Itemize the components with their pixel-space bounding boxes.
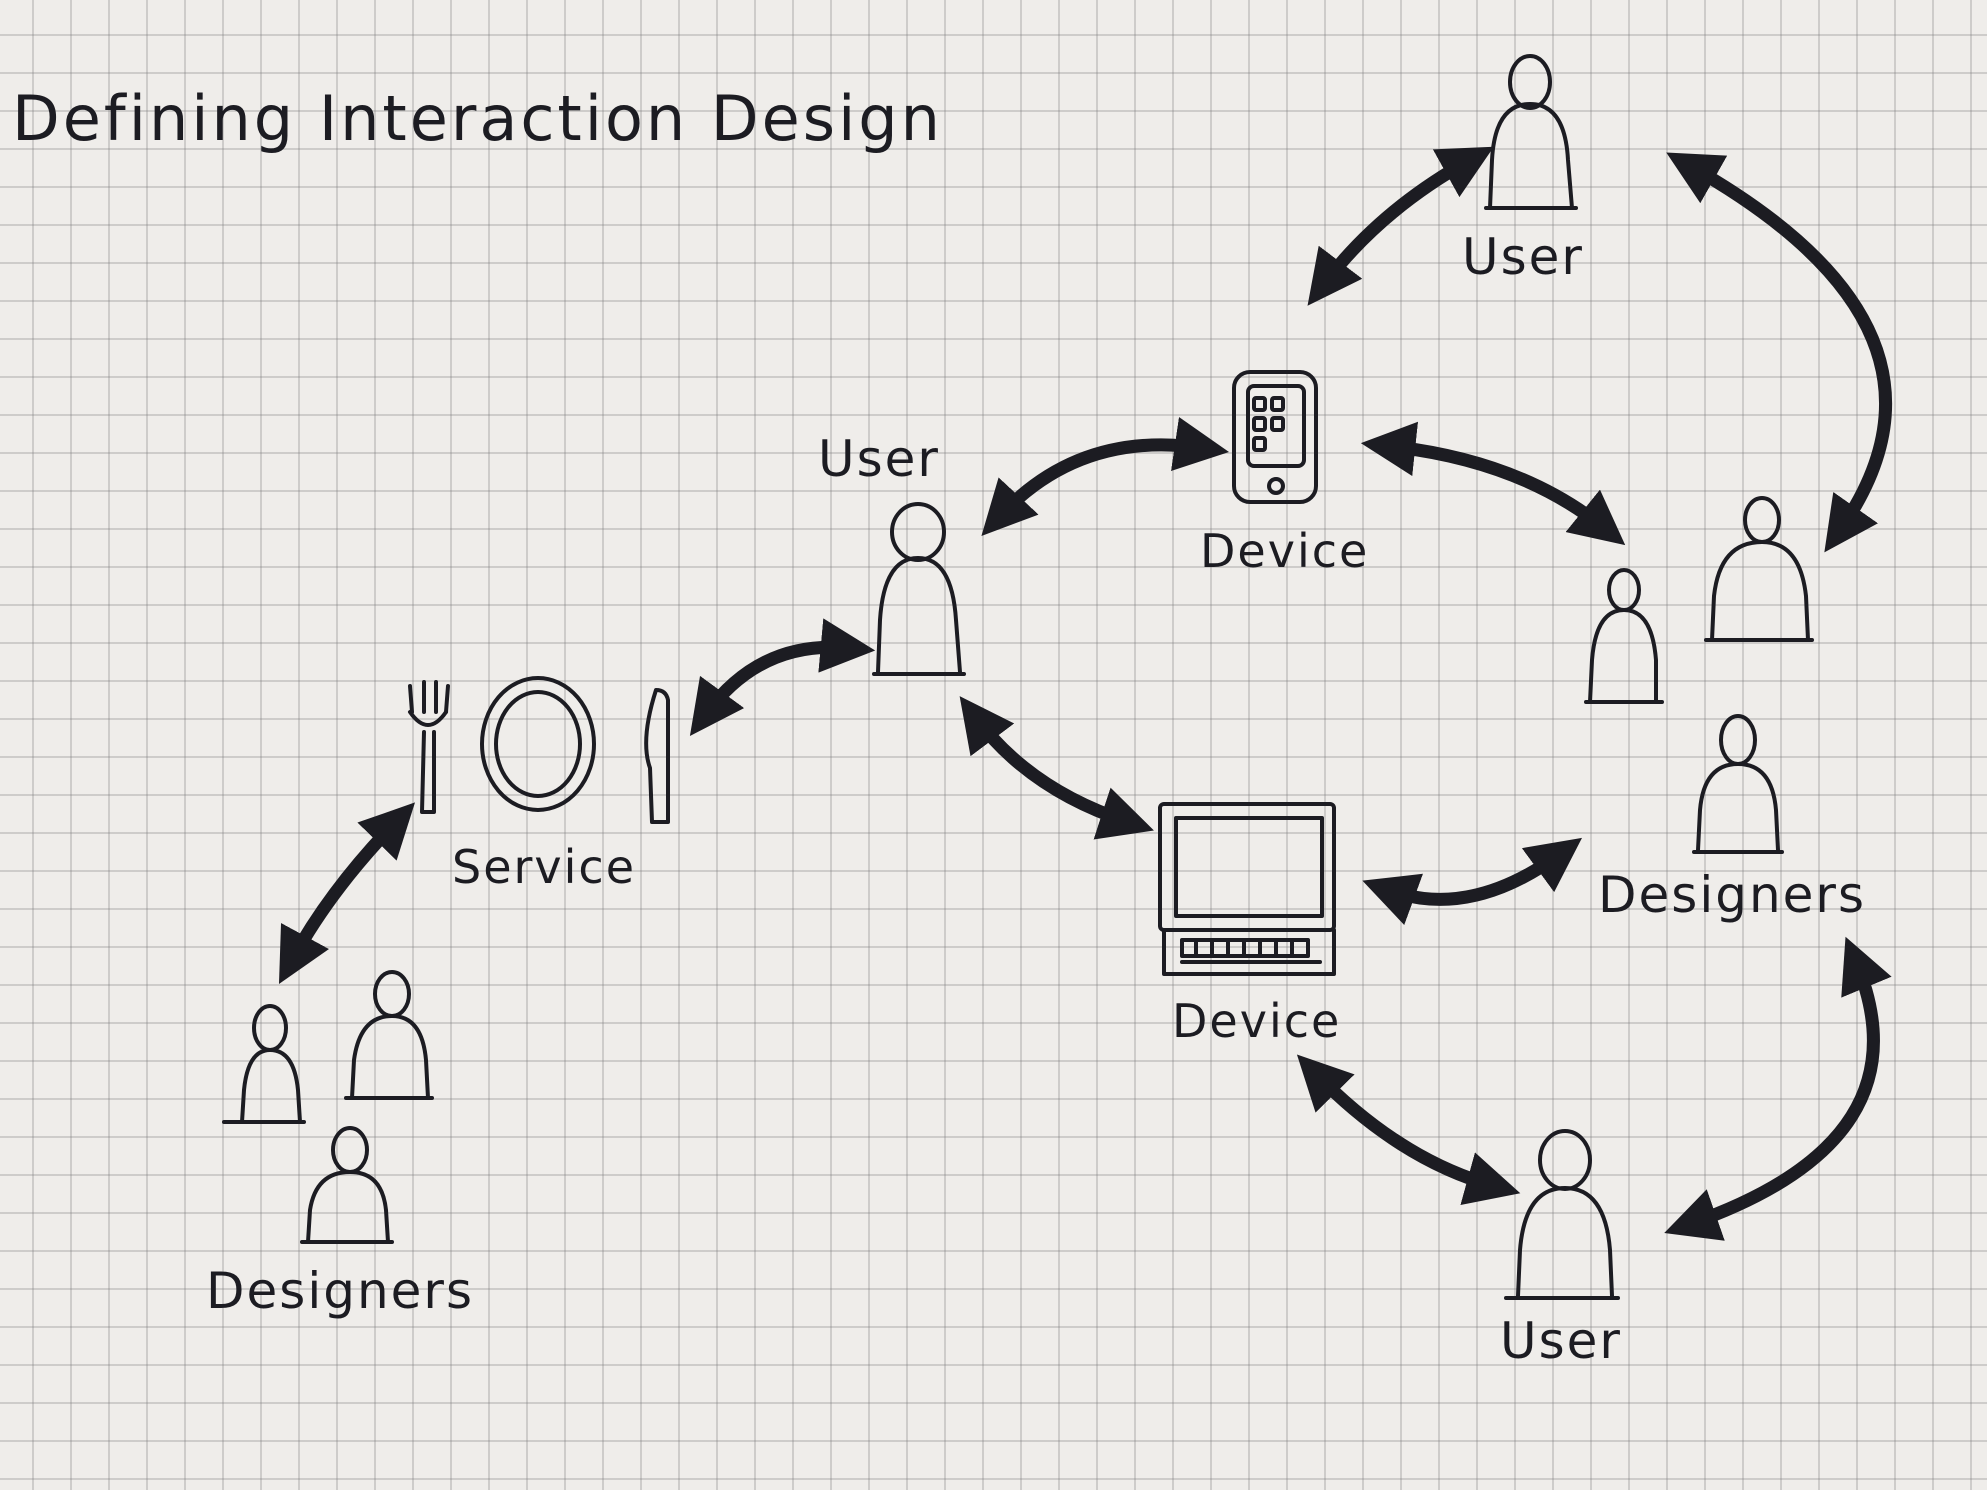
designer-person-left-2-icon [344, 970, 434, 1100]
arrow-phone-designers [1360, 421, 1626, 546]
page-title: Defining Interaction Design [12, 82, 943, 155]
user-bottom-icon [1504, 1129, 1620, 1300]
designer-person-right-2-icon [1704, 496, 1814, 642]
arrow-user-bottom-designers [1664, 936, 1892, 1241]
user-top-icon [1484, 54, 1578, 210]
arrow-user-center-laptop [959, 696, 1154, 840]
arrow-user-top-phone [1307, 146, 1494, 306]
arrow-service-user-center [689, 618, 876, 737]
service-place-setting-icon [408, 676, 670, 824]
device-laptop-label: Device [1172, 994, 1342, 1048]
connection-arrows [278, 146, 1892, 1241]
user-top-label: User [1462, 228, 1584, 286]
phone-device-icon [1232, 370, 1318, 504]
arrow-user-center-phone [981, 417, 1230, 536]
designer-person-right-3-icon [1692, 714, 1784, 854]
arrow-laptop-user-bottom [1296, 1054, 1521, 1206]
arrow-laptop-designers [1362, 837, 1583, 926]
designers-left-label: Designers [206, 1262, 474, 1320]
service-label: Service [452, 840, 637, 894]
designer-person-right-1-icon [1584, 568, 1664, 704]
user-center-label: User [818, 430, 940, 488]
designer-person-left-3-icon [300, 1126, 394, 1244]
user-center-icon [872, 502, 966, 676]
device-phone-label: Device [1200, 524, 1370, 578]
laptop-device-icon [1158, 802, 1336, 976]
user-bottom-label: User [1500, 1312, 1622, 1370]
arrow-user-top-designers [1666, 152, 1892, 553]
designer-person-left-1-icon [222, 1004, 306, 1124]
arrow-service-designers-left [278, 802, 416, 984]
designers-right-label: Designers [1598, 866, 1866, 924]
